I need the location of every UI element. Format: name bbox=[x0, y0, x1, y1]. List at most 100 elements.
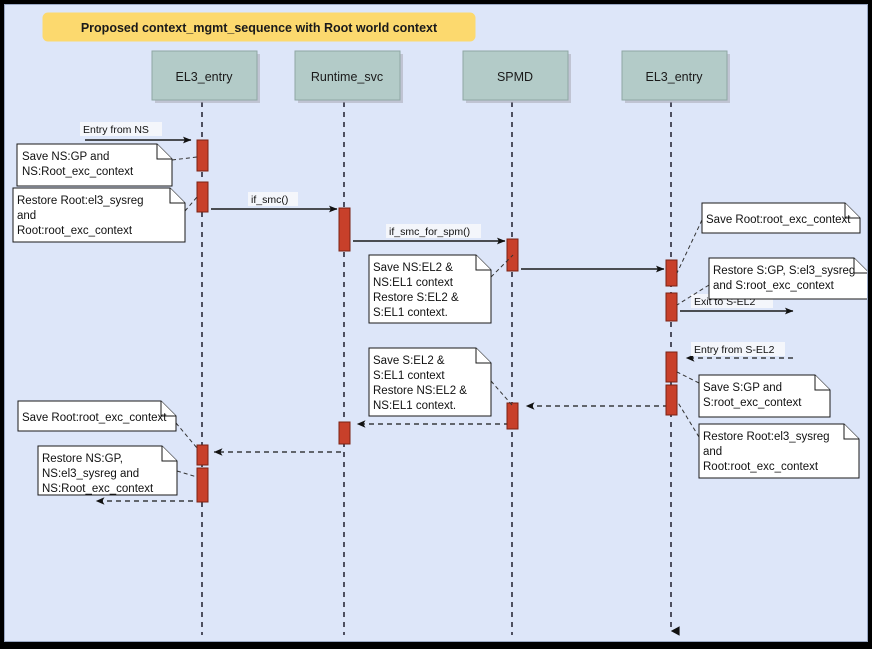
note-line: S:root_exc_context bbox=[703, 397, 802, 409]
note-shape bbox=[701, 202, 861, 234]
note-line: Root:root_exc_context bbox=[703, 461, 819, 473]
title-banner-rect bbox=[42, 12, 476, 42]
note-fold-corner bbox=[843, 424, 859, 440]
note-line: and bbox=[17, 210, 36, 222]
participant-el3-entry-right[interactable]: EL3_entry bbox=[621, 50, 730, 103]
note-line: Save NS:EL2 & bbox=[373, 262, 453, 274]
note-connector bbox=[490, 254, 514, 278]
note-line: Restore NS:GP, bbox=[42, 453, 123, 465]
note-line: S:EL1 context bbox=[373, 370, 445, 382]
activation-bar bbox=[338, 421, 351, 445]
note-line: Save Root:root_exc_context bbox=[706, 214, 851, 226]
activation-bar bbox=[196, 181, 209, 213]
note-line: Save S:GP and bbox=[703, 382, 782, 394]
note-connector bbox=[176, 470, 198, 478]
note-save-ns-gp: Save NS:GP and NS:Root_exc_context bbox=[16, 143, 173, 187]
note-shape bbox=[698, 374, 831, 418]
activation-bar bbox=[665, 351, 678, 383]
sequence-diagram-svg: Proposed context_mgmt_sequence with Root… bbox=[12, 12, 867, 636]
participant-runtime-svc[interactable]: Runtime_svc bbox=[294, 50, 403, 103]
note-line: NS:Root_exc_context bbox=[22, 166, 134, 178]
activation-bar bbox=[196, 444, 209, 466]
note-fold-corner bbox=[853, 258, 867, 274]
note-fold-corner bbox=[161, 446, 177, 462]
note-shape bbox=[368, 254, 492, 324]
note-connector bbox=[490, 380, 513, 406]
note-shape bbox=[698, 423, 860, 479]
note-connector bbox=[175, 422, 198, 449]
note-shape bbox=[708, 257, 867, 300]
message-label-if-smc-for-spm: if_smc_for_spm() bbox=[389, 226, 470, 238]
note-save-root-exc-context-left: Save Root:root_exc_context bbox=[17, 400, 177, 432]
note-save-ns-el2-restore-s-el2: Save NS:EL2 & NS:EL1 context Restore S:E… bbox=[368, 254, 492, 324]
participant-label: EL3_entry bbox=[176, 70, 234, 84]
message-label-backdrop bbox=[80, 122, 162, 136]
note-line: Save S:EL2 & bbox=[373, 355, 445, 367]
activation-bar bbox=[665, 384, 678, 416]
note-connector bbox=[676, 219, 703, 274]
participant-box[interactable] bbox=[621, 50, 728, 101]
message-label-backdrop bbox=[386, 224, 481, 238]
sequence-diagram-panel: Proposed context_mgmt_sequence with Root… bbox=[4, 4, 868, 642]
note-line: and S:root_exc_context bbox=[713, 280, 835, 292]
note-save-s-gp: Save S:GP and S:root_exc_context bbox=[698, 374, 831, 418]
activation-bar bbox=[196, 139, 209, 172]
note-restore-s-gp-s-el3-sysreg: Restore S:GP, S:el3_sysreg and S:root_ex… bbox=[708, 257, 867, 300]
diagram-title: Proposed context_mgmt_sequence with Root… bbox=[81, 21, 438, 35]
note-line: NS:EL1 context. bbox=[373, 400, 456, 412]
message-label-entry-from-ns: Entry from NS bbox=[83, 124, 149, 136]
note-fold-corner bbox=[475, 348, 491, 364]
note-line: Restore Root:el3_sysreg bbox=[17, 195, 144, 207]
message-label-backdrop bbox=[248, 192, 298, 206]
note-connector bbox=[676, 284, 710, 306]
note-connector bbox=[676, 400, 700, 438]
note-line: NS:Root_exc_context bbox=[42, 483, 154, 495]
participant-box[interactable] bbox=[151, 50, 258, 101]
note-fold-corner bbox=[160, 401, 176, 417]
note-line: Save Root:root_exc_context bbox=[22, 412, 167, 424]
note-shape bbox=[12, 187, 186, 243]
note-line: NS:EL1 context bbox=[373, 277, 454, 289]
note-line: Restore S:EL2 & bbox=[373, 292, 459, 304]
note-connectors-group bbox=[171, 156, 710, 478]
activation-bar bbox=[338, 207, 351, 252]
activation-bar bbox=[506, 402, 519, 430]
note-connector bbox=[676, 371, 700, 384]
participant-box[interactable] bbox=[294, 50, 401, 101]
diagram-title-banner: Proposed context_mgmt_sequence with Root… bbox=[42, 12, 476, 42]
note-line: NS:el3_sysreg and bbox=[42, 468, 139, 480]
participant-el3-entry-left[interactable]: EL3_entry bbox=[151, 50, 260, 103]
note-save-s-el2-restore-ns-el2: Save S:EL2 & S:EL1 context Restore NS:EL… bbox=[368, 347, 492, 417]
participant-label: Runtime_svc bbox=[311, 70, 383, 84]
note-fold-corner bbox=[814, 375, 830, 391]
note-save-root-exc-context-right: Save Root:root_exc_context bbox=[701, 202, 861, 234]
note-line: and bbox=[703, 446, 722, 458]
note-line: Root:root_exc_context bbox=[17, 225, 133, 237]
note-restore-ns-gp: Restore NS:GP, NS:el3_sysreg and NS:Root… bbox=[37, 445, 178, 496]
note-connector bbox=[184, 196, 198, 212]
note-fold-corner bbox=[169, 188, 185, 204]
note-shape bbox=[37, 445, 178, 496]
message-label-backdrop bbox=[691, 342, 785, 356]
participant-box[interactable] bbox=[462, 50, 569, 101]
note-shape bbox=[368, 347, 492, 417]
note-fold-corner bbox=[475, 255, 491, 271]
note-line: Restore Root:el3_sysreg bbox=[703, 431, 830, 443]
note-fold-corner bbox=[844, 203, 860, 219]
note-line: Restore S:GP, S:el3_sysreg bbox=[713, 265, 855, 277]
note-shape bbox=[16, 143, 173, 187]
note-shape bbox=[17, 400, 177, 432]
note-restore-root-el3-sysreg-bottom: Restore Root:el3_sysreg and Root:root_ex… bbox=[698, 423, 860, 479]
note-line: S:EL1 context. bbox=[373, 307, 448, 319]
message-label-entry-from-s-el2: Entry from S-EL2 bbox=[694, 344, 775, 356]
activation-bar bbox=[665, 292, 678, 322]
participant-spmd[interactable]: SPMD bbox=[462, 50, 571, 103]
note-connector bbox=[171, 156, 198, 161]
participant-label: EL3_entry bbox=[646, 70, 704, 84]
participant-label: SPMD bbox=[497, 70, 533, 84]
note-restore-root-el3-sysreg-top: Restore Root:el3_sysreg and Root:root_ex… bbox=[12, 187, 186, 243]
activations-group bbox=[196, 139, 678, 503]
note-fold-corner bbox=[156, 144, 172, 160]
activation-bar bbox=[196, 467, 209, 503]
